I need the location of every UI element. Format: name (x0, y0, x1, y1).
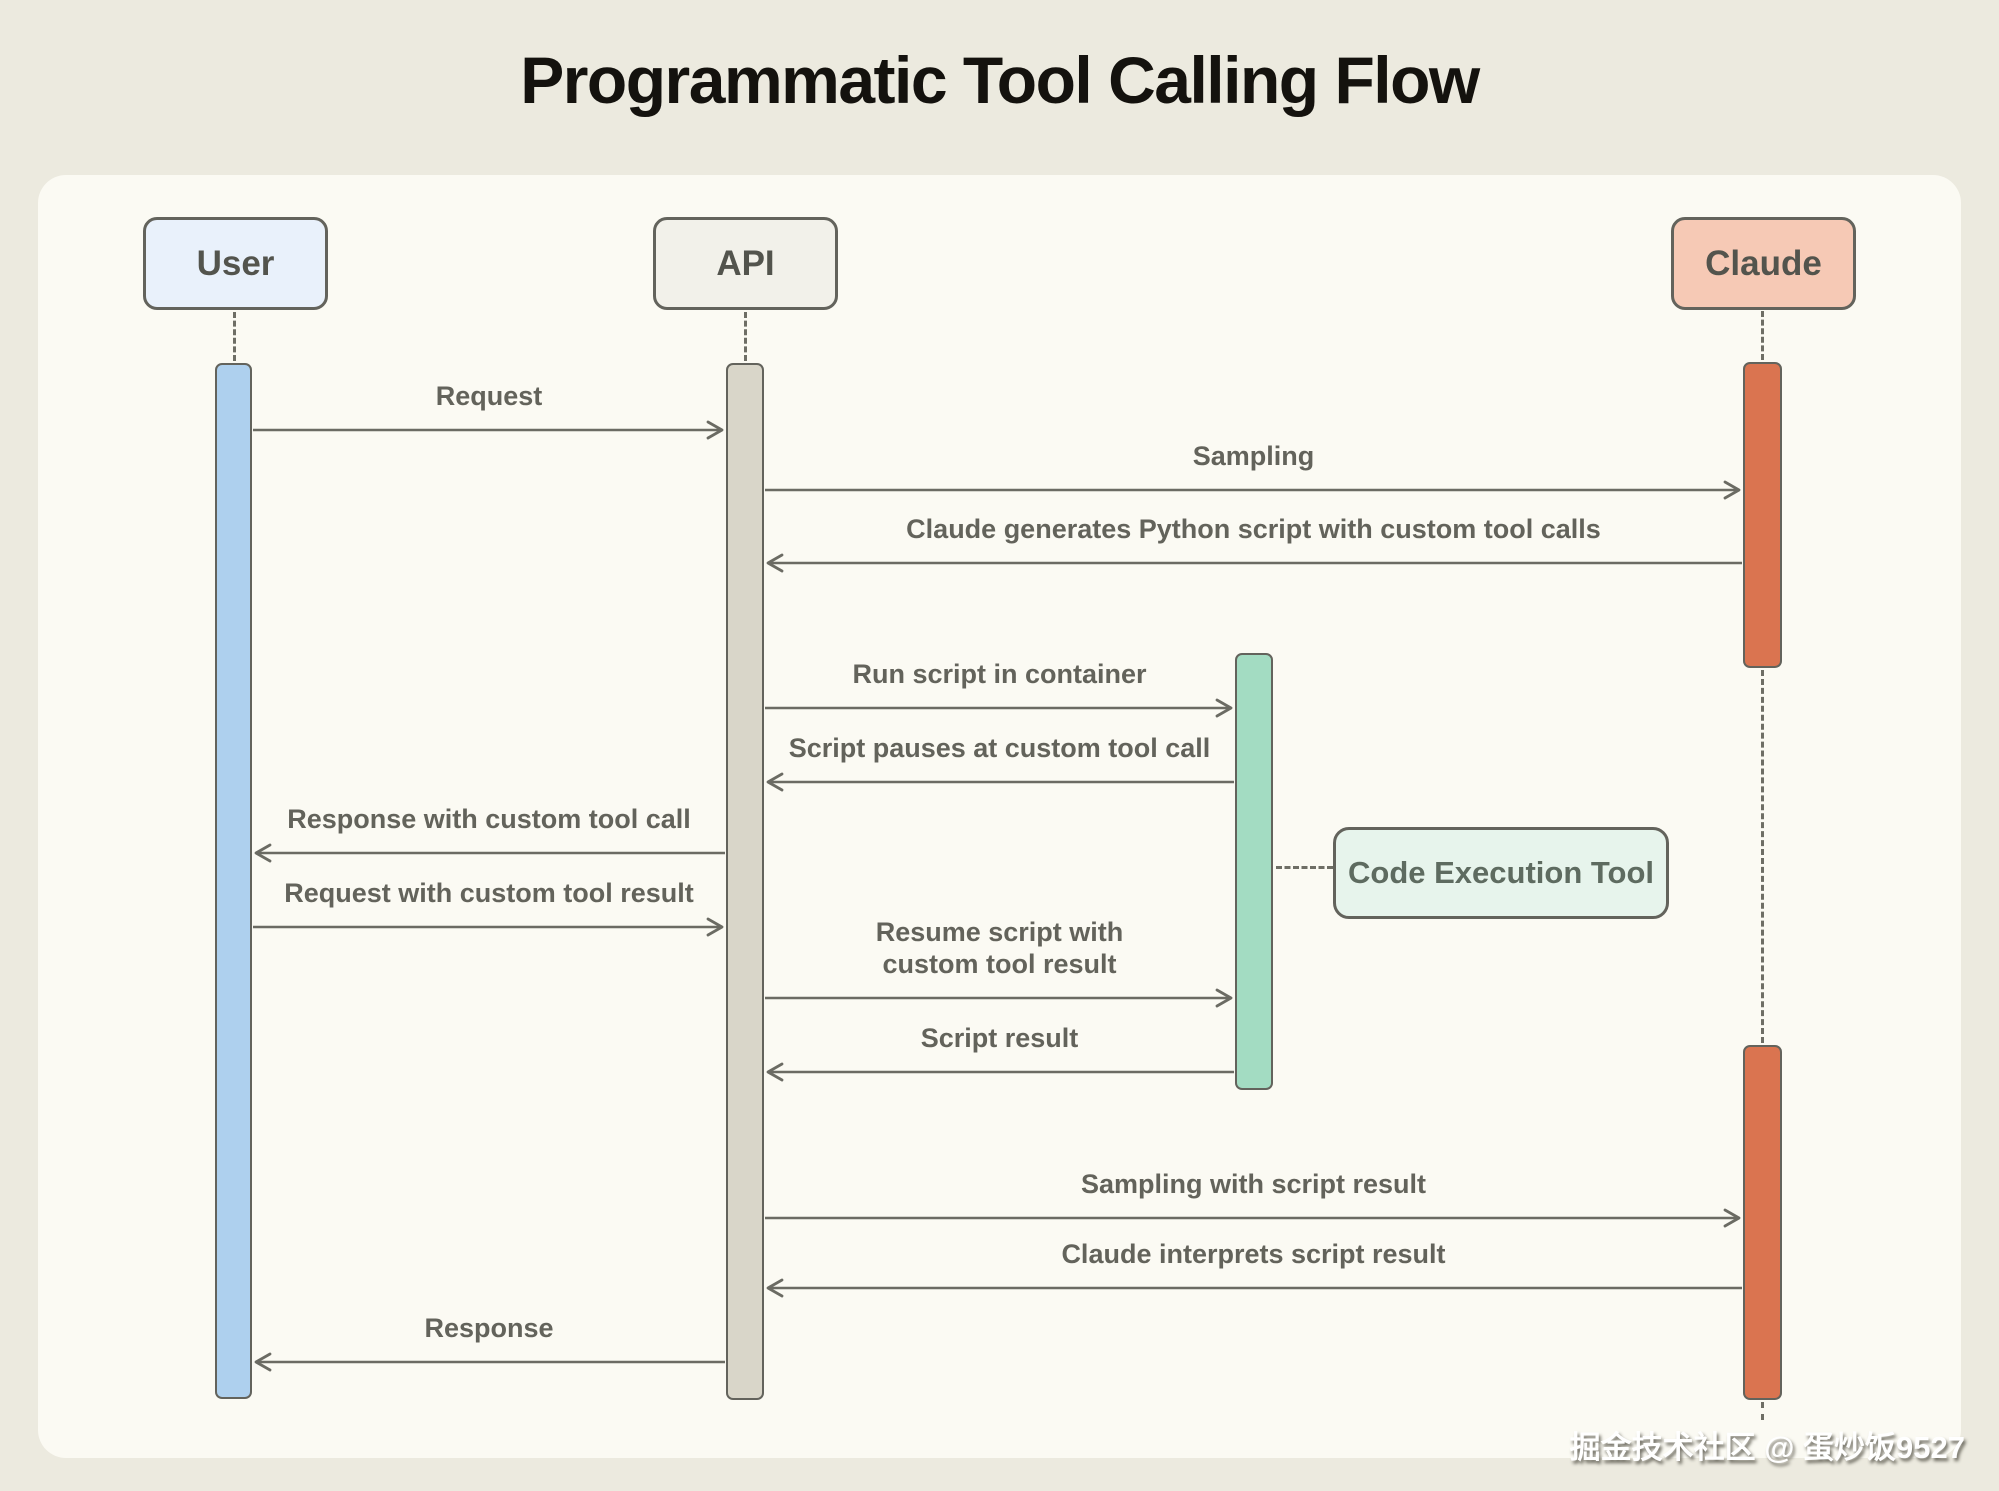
arrow-left (254, 1352, 725, 1372)
activation-bar-claude-2 (1743, 1045, 1782, 1400)
diagram-title: Programmatic Tool Calling Flow (520, 43, 1480, 117)
code-execution-tool-label: Code Execution Tool (1348, 855, 1654, 890)
arrow-left (766, 553, 1742, 573)
message-script-result: Script result (764, 1022, 1235, 1084)
arrow-right (765, 988, 1233, 1008)
code-execution-tool-box: Code Execution Tool (1333, 827, 1669, 919)
message-resume-script: Resume script with custom tool result (764, 916, 1235, 1010)
arrow-right (765, 698, 1233, 718)
message-label: Request with custom tool result (284, 878, 694, 908)
actor-label-user: User (196, 243, 275, 283)
message-script-pauses: Script pauses at custom tool call (764, 732, 1235, 794)
activation-bar-api (726, 363, 764, 1400)
activation-bar-claude-1 (1743, 362, 1782, 668)
message-claude-generates-script: Claude generates Python script with cust… (764, 513, 1743, 575)
message-label: Run script in container (852, 659, 1147, 689)
lifeline-claude (1761, 311, 1764, 360)
message-claude-interprets-script-result: Claude interprets script result (764, 1238, 1743, 1300)
lifeline-claude (1761, 670, 1764, 1043)
actor-box-api: API (653, 217, 838, 310)
activation-bar-code-tool (1235, 653, 1273, 1090)
arrow-right (765, 1208, 1741, 1228)
message-response: Response (252, 1312, 726, 1374)
message-sampling: Sampling (764, 440, 1743, 502)
message-label: Resume script with custom tool result (875, 917, 1124, 979)
lifeline-claude (1761, 1402, 1764, 1420)
message-label: Sampling (1192, 441, 1315, 471)
message-request: Request (252, 380, 726, 442)
actor-box-claude: Claude (1671, 217, 1856, 310)
arrow-left (766, 1062, 1234, 1082)
watermark: 掘金技术社区 @ 蛋炒饭9527 (1569, 1430, 1965, 1465)
message-request-with-custom-tool-result: Request with custom tool result (252, 877, 726, 939)
actor-label-api: API (716, 243, 775, 283)
diagram-panel (38, 175, 1961, 1458)
arrow-left (766, 772, 1234, 792)
code-tool-dashed-connector (1276, 866, 1333, 869)
arrow-right (253, 420, 724, 440)
message-label: Sampling with script result (1080, 1169, 1427, 1199)
arrow-left (766, 1278, 1742, 1298)
message-run-script-in-container: Run script in container (764, 658, 1235, 720)
actor-label-claude: Claude (1705, 243, 1822, 283)
message-label: Script pauses at custom tool call (788, 733, 1211, 763)
lifeline-api (744, 312, 747, 361)
message-label: Script result (920, 1023, 1079, 1053)
message-label: Claude interprets script result (1061, 1239, 1446, 1269)
arrow-right (253, 917, 724, 937)
message-label: Response (424, 1313, 554, 1343)
lifeline-user (233, 312, 236, 361)
message-sampling-with-script-result: Sampling with script result (764, 1168, 1743, 1230)
arrow-right (765, 480, 1741, 500)
message-response-with-custom-tool-call: Response with custom tool call (252, 803, 726, 865)
actor-box-user: User (143, 217, 328, 310)
message-label: Request (435, 381, 543, 411)
arrow-left (254, 843, 725, 863)
activation-bar-user (215, 363, 252, 1399)
message-label: Claude generates Python script with cust… (906, 514, 1601, 544)
message-label: Response with custom tool call (287, 804, 691, 834)
